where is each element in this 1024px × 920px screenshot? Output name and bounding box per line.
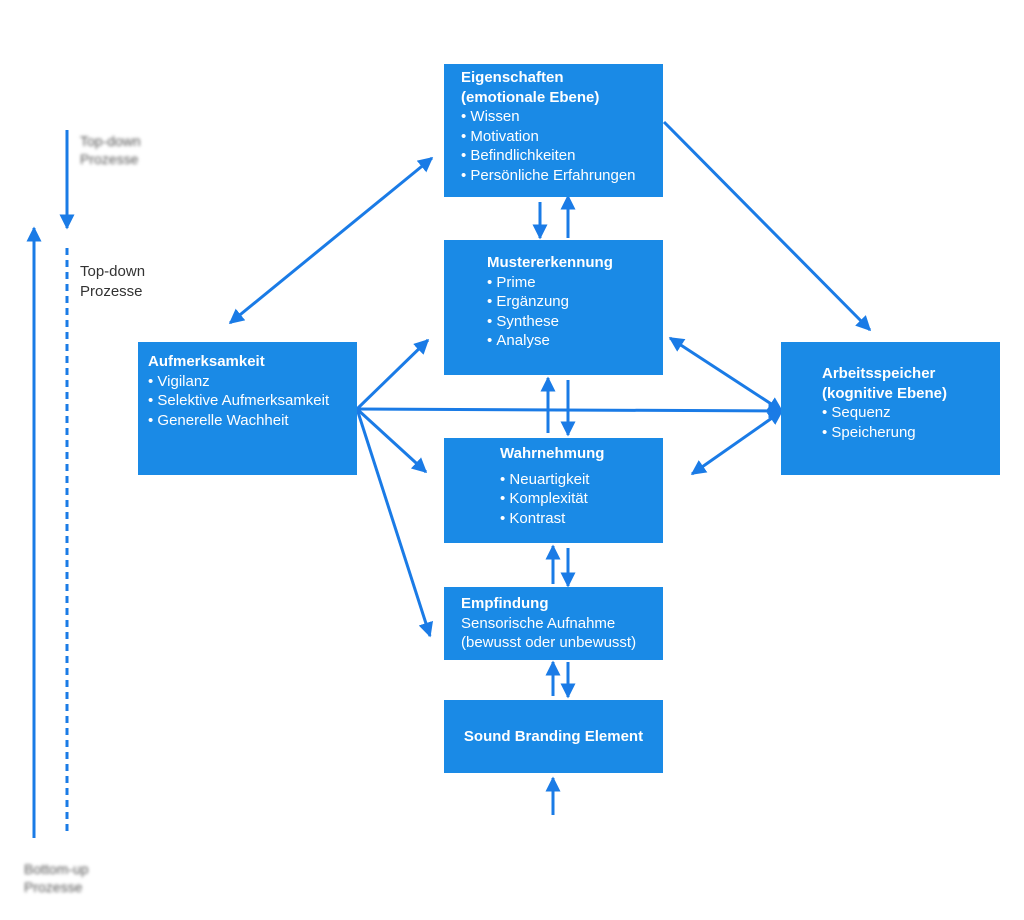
list-item: Synthese bbox=[487, 312, 663, 332]
arrow-aufmerksamkeit-to-mustererkennung bbox=[355, 338, 430, 411]
list-item: Ergänzung bbox=[487, 292, 663, 312]
box-aufmerksamkeit-list: Vigilanz Selektive Aufmerksamkeit Genere… bbox=[148, 372, 357, 431]
list-item: Wissen bbox=[461, 107, 663, 127]
arrow-aufmerksamkeit-to-wahrnehmung bbox=[355, 407, 428, 474]
list-item: Selektive Aufmerksamkeit bbox=[148, 391, 357, 411]
bottom-up-label: Bottom-up Prozesse bbox=[24, 861, 89, 895]
box-wahrnehmung-list: Neuartigkeit Komplexität Kontrast bbox=[500, 470, 663, 529]
box-arbeitsspeicher: Arbeitsspeicher (kognitive Ebene) Sequen… bbox=[781, 342, 1000, 475]
arrow-aufmerksamkeit-eigenschaften bbox=[228, 156, 434, 325]
list-item: Persönliche Erfahrungen bbox=[461, 166, 663, 186]
box-eigenschaften-list: Wissen Motivation Befindlichkeiten Persö… bbox=[461, 107, 663, 185]
box-aufmerksamkeit: Aufmerksamkeit Vigilanz Selektive Aufmer… bbox=[138, 342, 357, 475]
list-item: Kontrast bbox=[500, 509, 663, 529]
list-item: Motivation bbox=[461, 127, 663, 147]
arrow-eigenschaften-to-arbeitsspeicher bbox=[662, 120, 872, 332]
arrow-aufmerksamkeit-to-arbeitsspeicher bbox=[356, 403, 784, 419]
list-item: Prime bbox=[487, 273, 663, 293]
arrow-arbeitsspeicher-mustererkennung bbox=[668, 336, 784, 413]
box-mustererkennung-title: Mustererkennung bbox=[487, 254, 613, 271]
list-item: Komplexität bbox=[500, 489, 663, 509]
list-item: Sequenz bbox=[822, 403, 1000, 423]
list-item: Analyse bbox=[487, 331, 663, 351]
list-item: Generelle Wachheit bbox=[148, 411, 357, 431]
box-empfindung-subtitle: Sensorische Aufnahme (bewusst oder unbew… bbox=[461, 614, 637, 652]
list-item: Vigilanz bbox=[148, 372, 357, 392]
box-sound-branding-title: Sound Branding Element bbox=[463, 727, 644, 745]
top-down-label-top: Top-down Prozesse bbox=[80, 133, 141, 167]
arrow-aufmerksamkeit-to-empfindung bbox=[355, 408, 434, 638]
box-eigenschaften-title: Eigenschaften (emotionale Ebene) bbox=[461, 69, 600, 106]
box-arbeitsspeicher-title: Arbeitsspeicher (kognitive Ebene) bbox=[822, 365, 948, 402]
list-item: Befindlichkeiten bbox=[461, 146, 663, 166]
box-mustererkennung: Mustererkennung Prime Ergänzung Synthese… bbox=[444, 240, 663, 375]
box-sound-branding: Sound Branding Element bbox=[444, 700, 663, 773]
list-item: Neuartigkeit bbox=[500, 470, 663, 490]
box-arbeitsspeicher-list: Sequenz Speicherung bbox=[822, 403, 1000, 442]
box-empfindung: Empfindung Sensorische Aufnahme (bewusst… bbox=[444, 587, 663, 660]
box-wahrnehmung: Wahrnehmung Neuartigkeit Komplexität Kon… bbox=[444, 438, 663, 543]
box-mustererkennung-list: Prime Ergänzung Synthese Analyse bbox=[487, 273, 663, 351]
box-wahrnehmung-title: Wahrnehmung bbox=[500, 445, 605, 462]
box-empfindung-title: Empfindung bbox=[461, 595, 549, 612]
arrow-arbeitsspeicher-wahrnehmung bbox=[690, 409, 784, 476]
box-aufmerksamkeit-title: Aufmerksamkeit bbox=[148, 353, 265, 370]
list-item: Speicherung bbox=[822, 423, 1000, 443]
box-eigenschaften: Eigenschaften (emotionale Ebene) Wissen … bbox=[444, 64, 663, 197]
top-down-label-middle: Top-down Prozesse bbox=[80, 263, 146, 300]
